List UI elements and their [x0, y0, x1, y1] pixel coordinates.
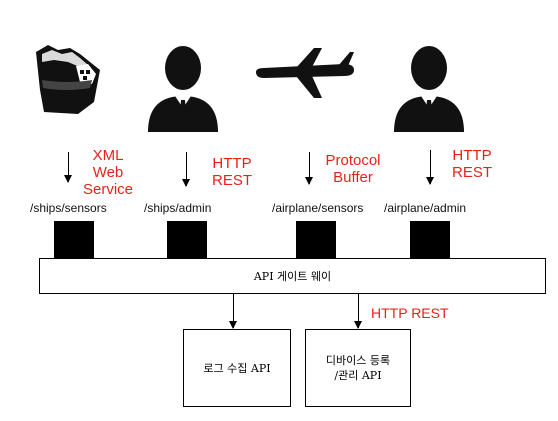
api-gateway-label: API 게이트 웨이 — [253, 270, 332, 283]
airplane-icon — [252, 46, 356, 100]
down-arrow — [182, 152, 190, 187]
ship-icon — [28, 40, 108, 120]
down-arrow — [354, 294, 362, 329]
protocol-label: HTTP REST — [451, 147, 492, 181]
down-arrow — [64, 152, 72, 183]
protocol-label: XML Web Service — [82, 147, 134, 198]
device-registration-api-box: 디바이스 등록 /관리 API — [305, 329, 411, 407]
service-label: 로그 수집 API — [203, 361, 271, 375]
service-label: 디바이스 등록 /관리 API — [325, 354, 391, 382]
protocol-label: HTTP REST — [371, 305, 449, 321]
down-arrow — [305, 152, 313, 185]
endpoint-port — [410, 221, 450, 258]
log-collection-api-box: 로그 수집 API — [183, 329, 291, 407]
endpoint-path: /ships/sensors — [30, 201, 107, 215]
protocol-label: HTTP REST — [211, 155, 252, 189]
endpoint-port — [167, 221, 207, 258]
endpoint-path: /airplane/admin — [384, 201, 467, 215]
endpoint-path: /airplane/sensors — [272, 201, 364, 215]
endpoint-port — [54, 221, 94, 258]
api-gateway-box: API 게이트 웨이 — [39, 258, 546, 294]
endpoint-path: /ships/admin — [144, 201, 212, 215]
admin-person-icon — [144, 42, 222, 132]
down-arrow — [426, 150, 434, 185]
endpoint-port — [296, 221, 336, 258]
down-arrow — [229, 294, 237, 329]
protocol-label: Protocol Buffer — [325, 152, 381, 186]
admin-person-icon — [390, 42, 468, 132]
